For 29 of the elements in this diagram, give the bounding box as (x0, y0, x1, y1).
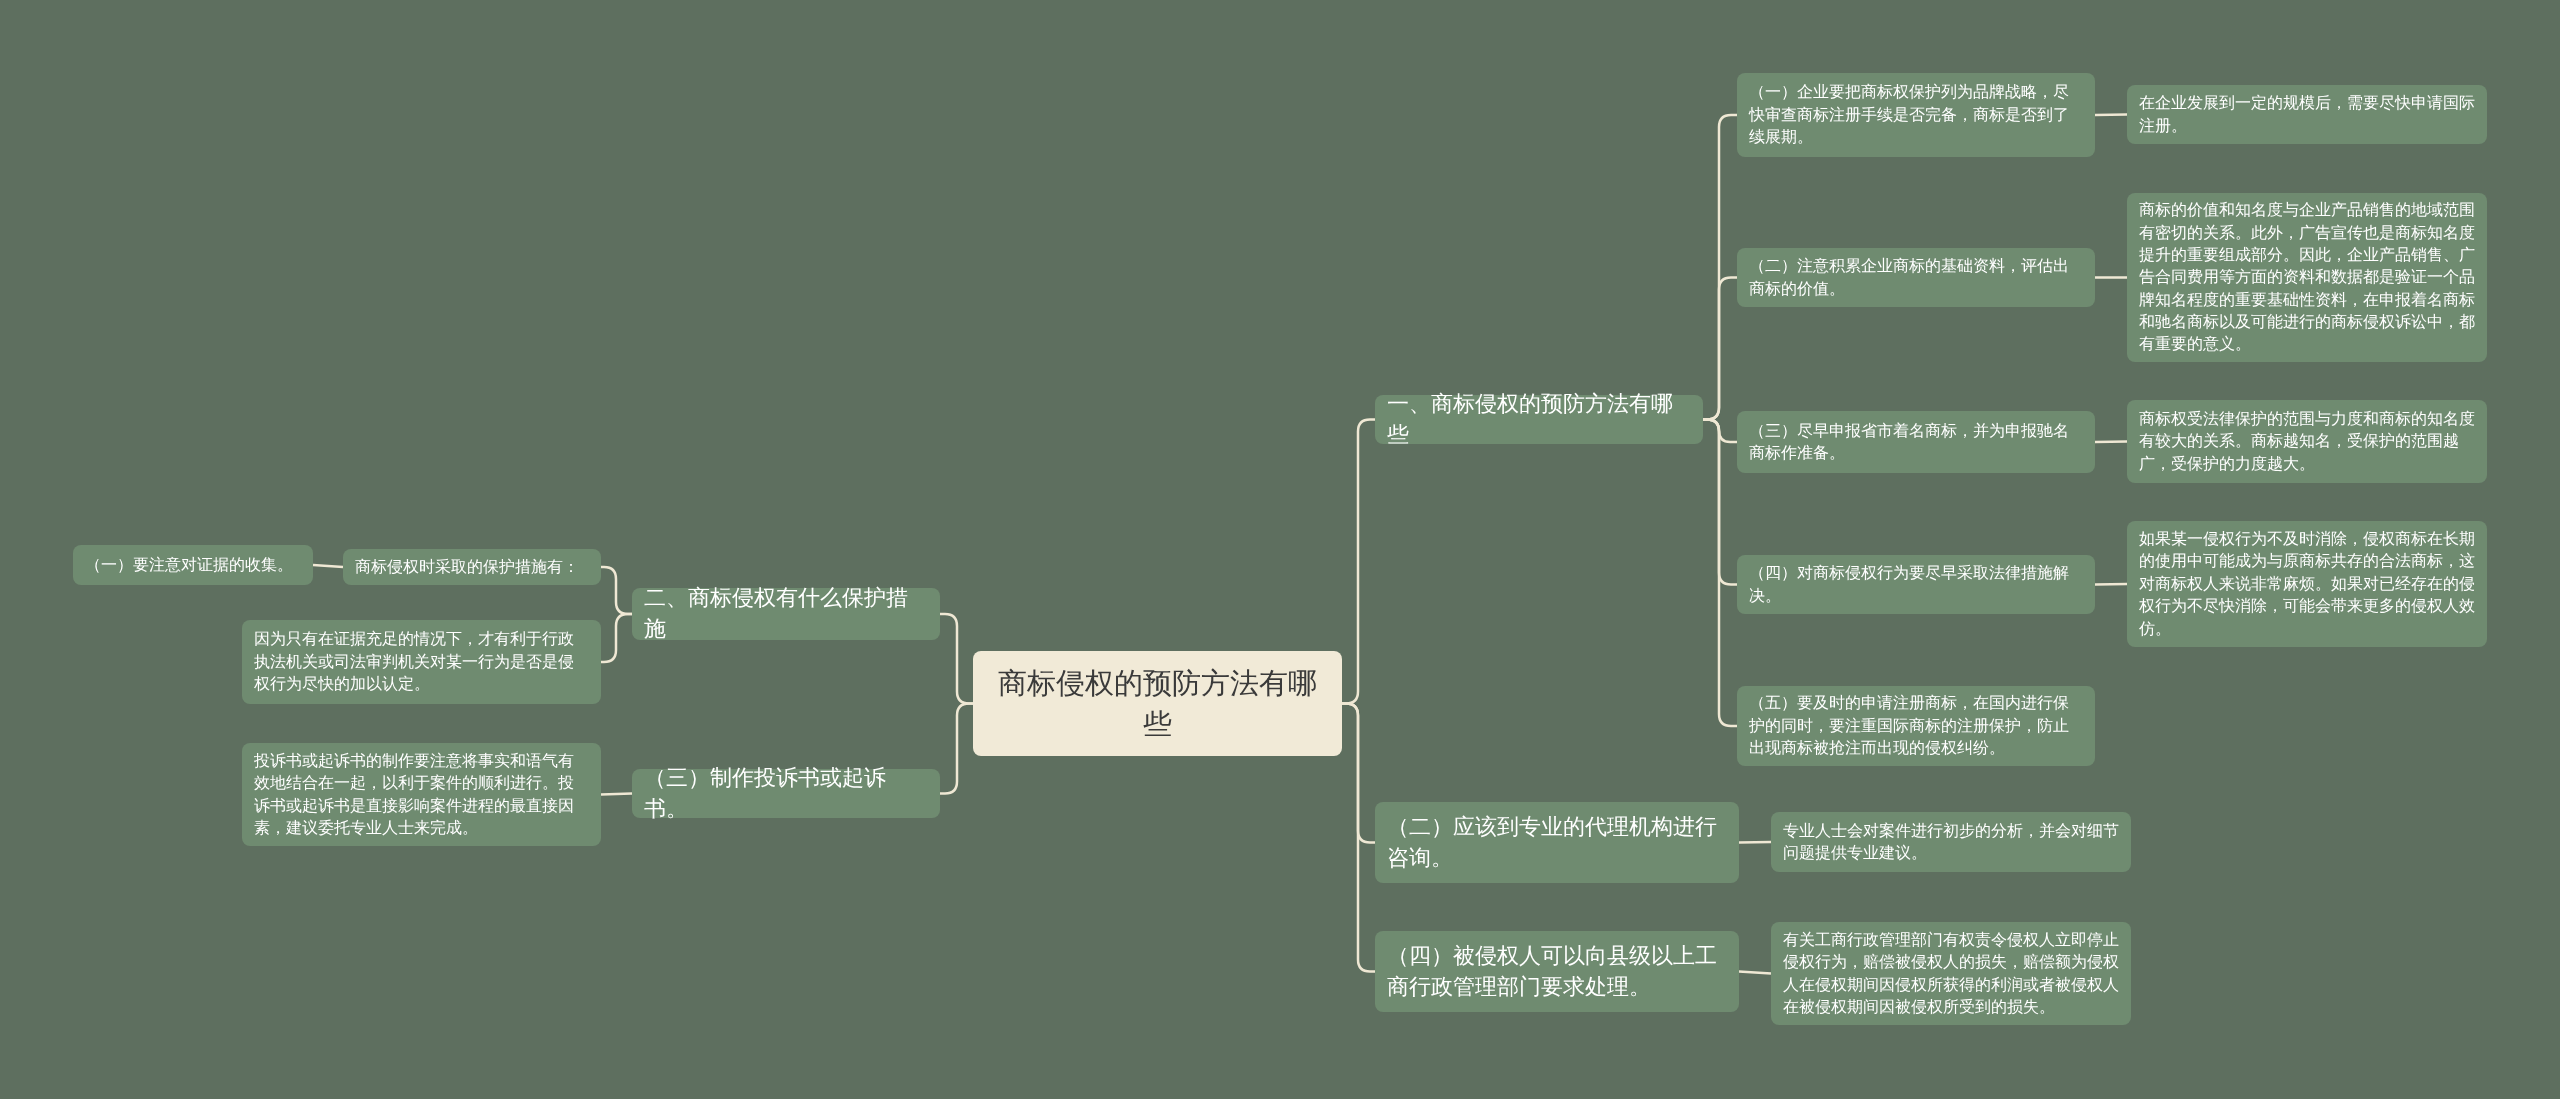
note-box: 有关工商行政管理部门有权责令侵权人立即停止侵权行为，赔偿被侵权人的损失，赔偿额为侵权人在侵权期间因侵权所获得的利润或者被侵权人在被侵权期间因被侵权所受到的损失。 (1771, 922, 2131, 1025)
note-box: （五）要及时的申请注册商标，在国内进行保护的同时，要注重国际商标的注册保护，防止出现商标被抢注而出现的侵权纠纷。 (1737, 686, 2095, 766)
note-box: 因为只有在证据充足的情况下，才有利于行政执法机关或司法审判机关对某一行为是否是侵权行为尽快的加以认定。 (242, 620, 601, 704)
connector-line (1738, 970, 1772, 975)
branch-box: （三）制作投诉书或起诉书。 (632, 769, 940, 818)
branch-box: （二）应该到专业的代理机构进行咨询。 (1375, 802, 1739, 883)
connector-line (601, 612, 632, 664)
connector-line (2095, 276, 2127, 279)
connector-line (1738, 840, 1772, 844)
note-box: （二）注意积累企业商标的基础资料，评估出商标的价值。 (1737, 248, 2095, 307)
note-box: 如果某一侵权行为不及时消除，侵权商标在长期的使用中可能成为与原商标共存的合法商标，这对商标权人来说非常麻烦。如果对已经存在的侵权行为不尽快消除，可能会带来更多的侵权人效仿。 (2127, 521, 2487, 647)
topic-box: 商标侵权的预防方法有哪些 (973, 651, 1342, 756)
connector-line (2094, 113, 2128, 117)
note-box: 投诉书或起诉书的制作要注意将事实和语气有效地结合在一起，以利于案件的顺利进行。投诉书或起诉书是直接影响案件进程的最直接因素，建议委托专业人士来完成。 (242, 743, 601, 846)
note-box: 在企业发展到一定的规模后，需要尽快申请国际注册。 (2127, 85, 2487, 144)
note-box: 商标权受法律保护的范围与力度和商标的知名度有较大的关系。商标越知名，受保护的范围越广，受保护的力度越大。 (2127, 400, 2487, 483)
connector-line (2094, 582, 2128, 586)
note-box: （四）对商标侵权行为要尽早采取法律措施解决。 (1737, 555, 2095, 614)
connector-line (600, 792, 633, 796)
note-box: 商标的价值和知名度与企业产品销售的地域范围有密切的关系。此外，广告宣传也是商标知名度提升的重要组成部分。因此，企业产品销售、广告合同费用等方面的资料和数据都是验证一个品牌知名程度的重要基础性资料，在申报着名商标和驰名商标以及可能进行的商标侵权诉讼中，都有重要的意义。 (2127, 193, 2487, 362)
note-box: （三）尽早申报省市着名商标，并为申报驰名商标作准备。 (1737, 411, 2095, 473)
note-box: 商标侵权时采取的保护措施有： (343, 549, 601, 585)
branch-box: 二、商标侵权有什么保护措施 (632, 588, 940, 640)
note-box: 专业人士会对案件进行初步的分析，并会对细节问题提供专业建议。 (1771, 812, 2131, 872)
note-box: （一）企业要把商标权保护列为品牌战略，尽快审查商标注册手续是否完备，商标是否到了续展期。 (1737, 73, 2095, 157)
connector-line (2094, 440, 2128, 444)
connector-line (312, 563, 344, 569)
note-box: （一）要注意对证据的收集。 (73, 545, 313, 585)
branch-box: （四）被侵权人可以向县级以上工商行政管理部门要求处理。 (1375, 931, 1739, 1012)
